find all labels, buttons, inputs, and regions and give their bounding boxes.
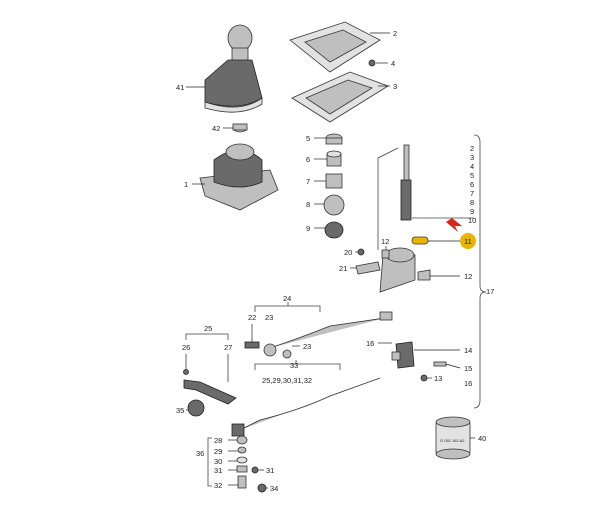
callout-3: 3: [393, 82, 397, 91]
screw-4: [368, 59, 376, 67]
grease-can: G 052 162 A2: [435, 416, 471, 460]
callout-14: 14: [464, 346, 472, 355]
callout-26: 26: [182, 343, 190, 352]
highlight-marker: [460, 233, 476, 249]
callout-16b: 16: [464, 379, 472, 388]
stack-2: 2: [470, 144, 474, 153]
callout-25: 25: [204, 324, 212, 333]
highlighted-bushing: [411, 236, 429, 245]
callout-41: 41: [176, 83, 184, 92]
stack-7: 7: [470, 189, 474, 198]
stack-5: 5: [470, 171, 474, 180]
callout-8: 8: [306, 200, 310, 209]
can-label: G 052 162 A2: [440, 438, 465, 443]
stack-4: 4: [470, 162, 474, 171]
ring-stack: [323, 133, 345, 239]
callout-35: 35: [176, 406, 184, 415]
callout-21: 21: [339, 264, 347, 273]
gasket-plate: [289, 21, 381, 73]
callout-27: 27: [224, 343, 232, 352]
gear-lever: [379, 144, 416, 293]
callout-9: 9: [306, 224, 310, 233]
boot-ring: [232, 123, 248, 133]
callout-6: 6: [306, 155, 310, 164]
red-arrow-icon: [446, 218, 462, 232]
callout-20: 20: [344, 248, 352, 257]
callout-34: 34: [270, 484, 278, 493]
selector-rod: [269, 311, 393, 349]
boot-plate: [291, 71, 389, 123]
callout-15: 15: [464, 364, 472, 373]
callout-1: 1: [184, 180, 188, 189]
callout-31a: 31: [214, 466, 222, 475]
lever-housing: [199, 143, 279, 211]
callout-32: 32: [214, 481, 222, 490]
rod-joint: [244, 341, 292, 359]
callout-33: 33: [290, 361, 298, 370]
small-clips: [355, 248, 431, 281]
callout-13: 13: [434, 374, 442, 383]
callout-28: 28: [214, 436, 222, 445]
callout-11: 11: [464, 237, 472, 246]
callout-16a: 16: [366, 339, 374, 348]
callout-30: 30: [214, 457, 222, 466]
callout-31b: 31: [266, 466, 274, 475]
callout-2: 2: [393, 29, 397, 38]
gear-knob-boot: [204, 24, 263, 113]
cable-bracket: [183, 369, 237, 417]
stack-8: 8: [470, 198, 474, 207]
callout-12b: 12: [464, 272, 472, 281]
stack-6: 6: [470, 180, 474, 189]
callout-5: 5: [306, 134, 310, 143]
callout-7: 7: [306, 177, 310, 186]
callout-36: 36: [196, 449, 204, 458]
callout-17: 17: [486, 287, 494, 296]
callout-24: 24: [283, 294, 291, 303]
callout-4: 4: [391, 59, 395, 68]
stack-10: 10: [468, 216, 476, 225]
callout-42: 42: [212, 124, 220, 133]
callout-12a: 12: [381, 237, 389, 246]
callout-22: 22: [248, 313, 256, 322]
stack-3: 3: [470, 153, 474, 162]
stack-9: 9: [470, 207, 474, 216]
callout-23a: 23: [265, 313, 273, 322]
callout-23b: 23: [303, 342, 311, 351]
callout-stack: 2 3 4 5 6 7 8 9 10: [468, 144, 476, 225]
small-hardware: [236, 435, 267, 493]
lever-base: [391, 341, 447, 382]
callout-25-list: 25,29,30,31,32: [262, 376, 312, 385]
callout-40: 40: [478, 434, 486, 443]
callout-29: 29: [214, 447, 222, 456]
